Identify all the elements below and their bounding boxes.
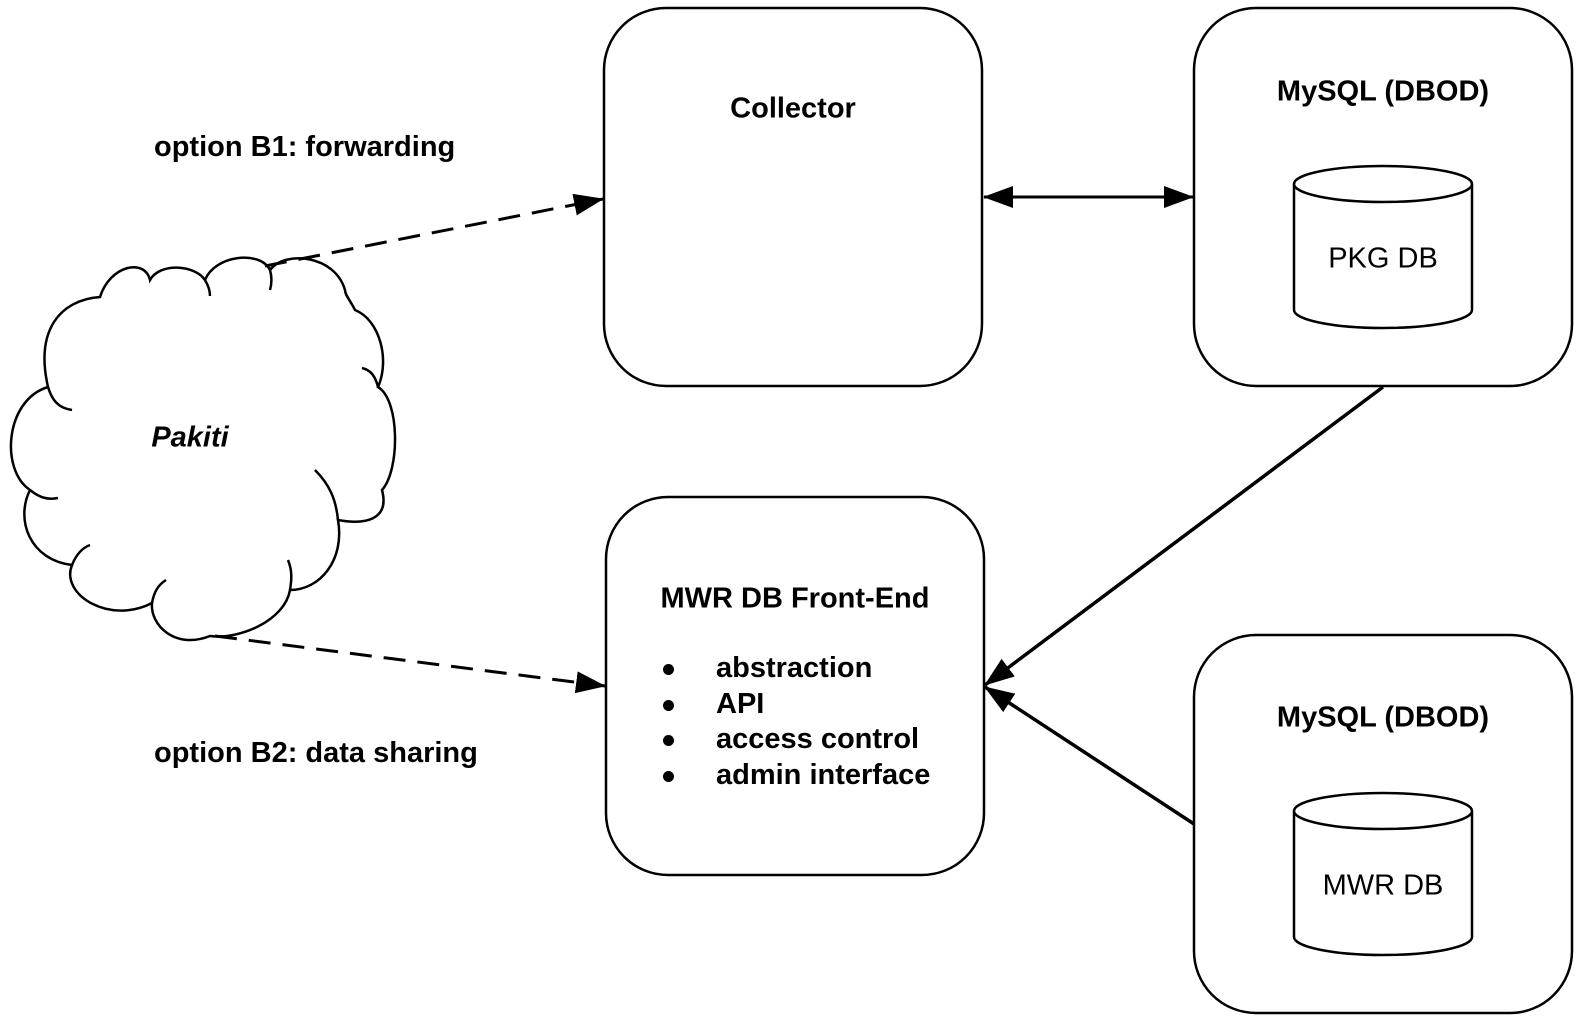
mysql-bottom-title: MySQL (DBOD) [1276, 701, 1490, 734]
mwrdb-frontend-arrow [984, 685, 1195, 826]
feature-item: admin interface [655, 758, 930, 794]
option-b2-label: option B2: data sharing [154, 737, 478, 769]
mwr-db-cylinder [1292, 791, 1474, 957]
pkg-db-cylinder [1292, 164, 1474, 330]
pkg-db-label: PKG DB [1328, 242, 1438, 275]
frontend-feature-list: abstraction API access control admin int… [655, 651, 930, 793]
pakiti-label: Pakiti [151, 421, 229, 454]
frontend-box [604, 495, 986, 877]
feature-item: access control [655, 722, 930, 758]
frontend-title: MWR DB Front-End [660, 582, 930, 615]
collector-title: Collector [730, 92, 856, 125]
feature-item: abstraction [655, 651, 930, 687]
option-b1-label: option B1: forwarding [154, 131, 456, 163]
pakiti-cloud [9, 256, 397, 642]
mwr-db-label: MWR DB [1322, 869, 1444, 902]
feature-item: API [655, 687, 930, 723]
data-sharing-arrow [214, 634, 606, 694]
mysql-top-title: MySQL (DBOD) [1276, 75, 1490, 108]
pkgdb-frontend-arrow [983, 385, 1385, 687]
forwarding-arrow [264, 193, 604, 268]
collector-box [602, 6, 984, 388]
